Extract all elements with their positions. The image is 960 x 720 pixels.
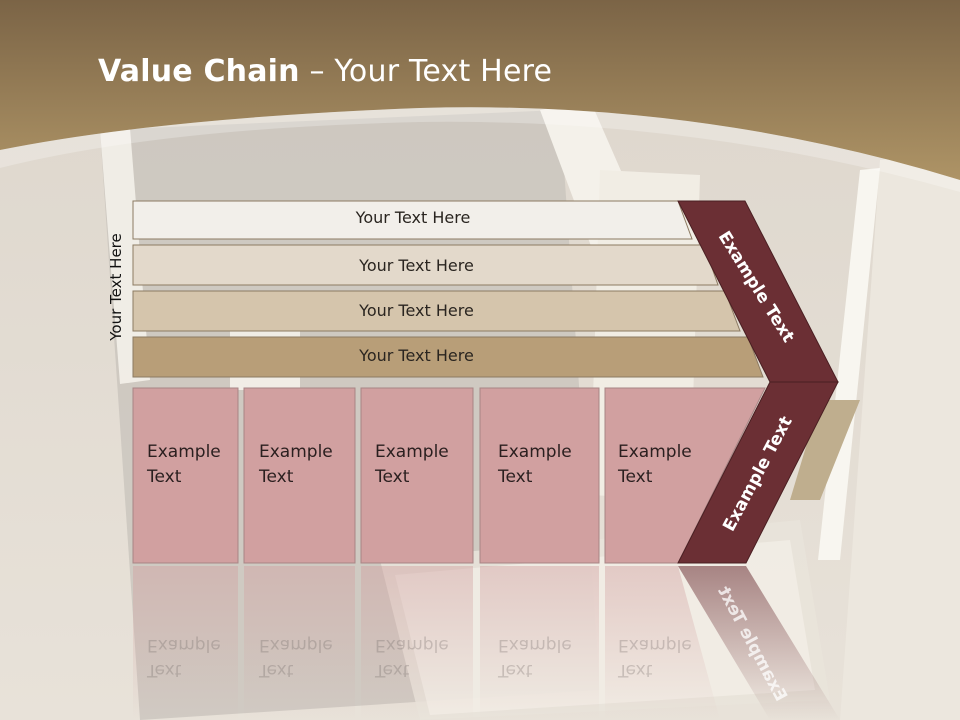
- value-chain-row: [132, 336, 764, 378]
- activity-box-reflection: [480, 566, 599, 720]
- row-label: Your Text Here: [359, 346, 474, 365]
- box-label-line: Text: [259, 467, 294, 487]
- box-label-line: Example: [498, 442, 572, 462]
- slide-title: Value Chain – Your Text Here: [98, 54, 552, 89]
- box-label: Example Text: [147, 440, 242, 490]
- activity-box: [360, 387, 474, 564]
- activity-box-reflection: [361, 566, 473, 720]
- activity-box-reflection: [605, 566, 720, 720]
- slide-title-bold: Value Chain: [98, 54, 300, 89]
- activity-box-reflection: [244, 566, 355, 720]
- box-label: Example Text: [375, 440, 470, 490]
- reflection: [133, 566, 840, 720]
- box-label: Example Text: [259, 440, 354, 490]
- box-label-line: Text: [147, 467, 182, 487]
- chevron-reflection: [678, 566, 840, 720]
- header-band: [0, 0, 960, 180]
- activity-boxes: [132, 387, 766, 564]
- box-label-line: Example: [147, 442, 221, 462]
- box-label-line: Example: [259, 442, 333, 462]
- box-label-line: Example: [375, 442, 449, 462]
- box-label-line: Text: [375, 467, 410, 487]
- reflected-line: Example: [259, 635, 333, 655]
- activity-box: [243, 387, 356, 564]
- reflected-box-label: Text Example: [147, 632, 242, 682]
- reflected-line: Example: [618, 635, 692, 655]
- reflected-box-label: Text Example: [259, 632, 354, 682]
- reflected-line: Example: [147, 635, 221, 655]
- reflected-line: Text: [618, 660, 653, 680]
- reflected-box-label: Text Example: [618, 632, 713, 682]
- reflected-line: Example: [498, 635, 572, 655]
- chevron-arrow: [677, 200, 839, 564]
- value-chain-rows: [132, 200, 764, 378]
- box-label-line: Text: [498, 467, 533, 487]
- box-label: Example Text: [498, 440, 593, 490]
- chevron-lower-arm: [677, 381, 839, 564]
- reflected-line: Text: [375, 660, 410, 680]
- value-chain-row: [132, 290, 741, 332]
- reflected-line: Text: [498, 660, 533, 680]
- activity-box-reflection: [133, 566, 238, 720]
- value-chain-row: [132, 200, 693, 240]
- row-label: Your Text Here: [359, 256, 474, 275]
- reflected-line: Text: [147, 660, 182, 680]
- box-label-line: Text: [618, 467, 653, 487]
- box-label: Example Text: [618, 440, 713, 490]
- slide-title-rest: – Your Text Here: [299, 54, 553, 89]
- box-label-line: Example: [618, 442, 692, 462]
- reflected-box-label: Text Example: [498, 632, 593, 682]
- row-label: Your Text Here: [359, 301, 474, 320]
- activity-box: [479, 387, 600, 564]
- side-label: Your Text Here: [107, 233, 125, 341]
- value-chain-row: [132, 244, 719, 286]
- reflected-line: Example: [375, 635, 449, 655]
- reflected-line: Text: [259, 660, 294, 680]
- row-label: Your Text Here: [355, 208, 471, 227]
- reflected-box-label: Text Example: [375, 632, 470, 682]
- activity-box: [132, 387, 239, 564]
